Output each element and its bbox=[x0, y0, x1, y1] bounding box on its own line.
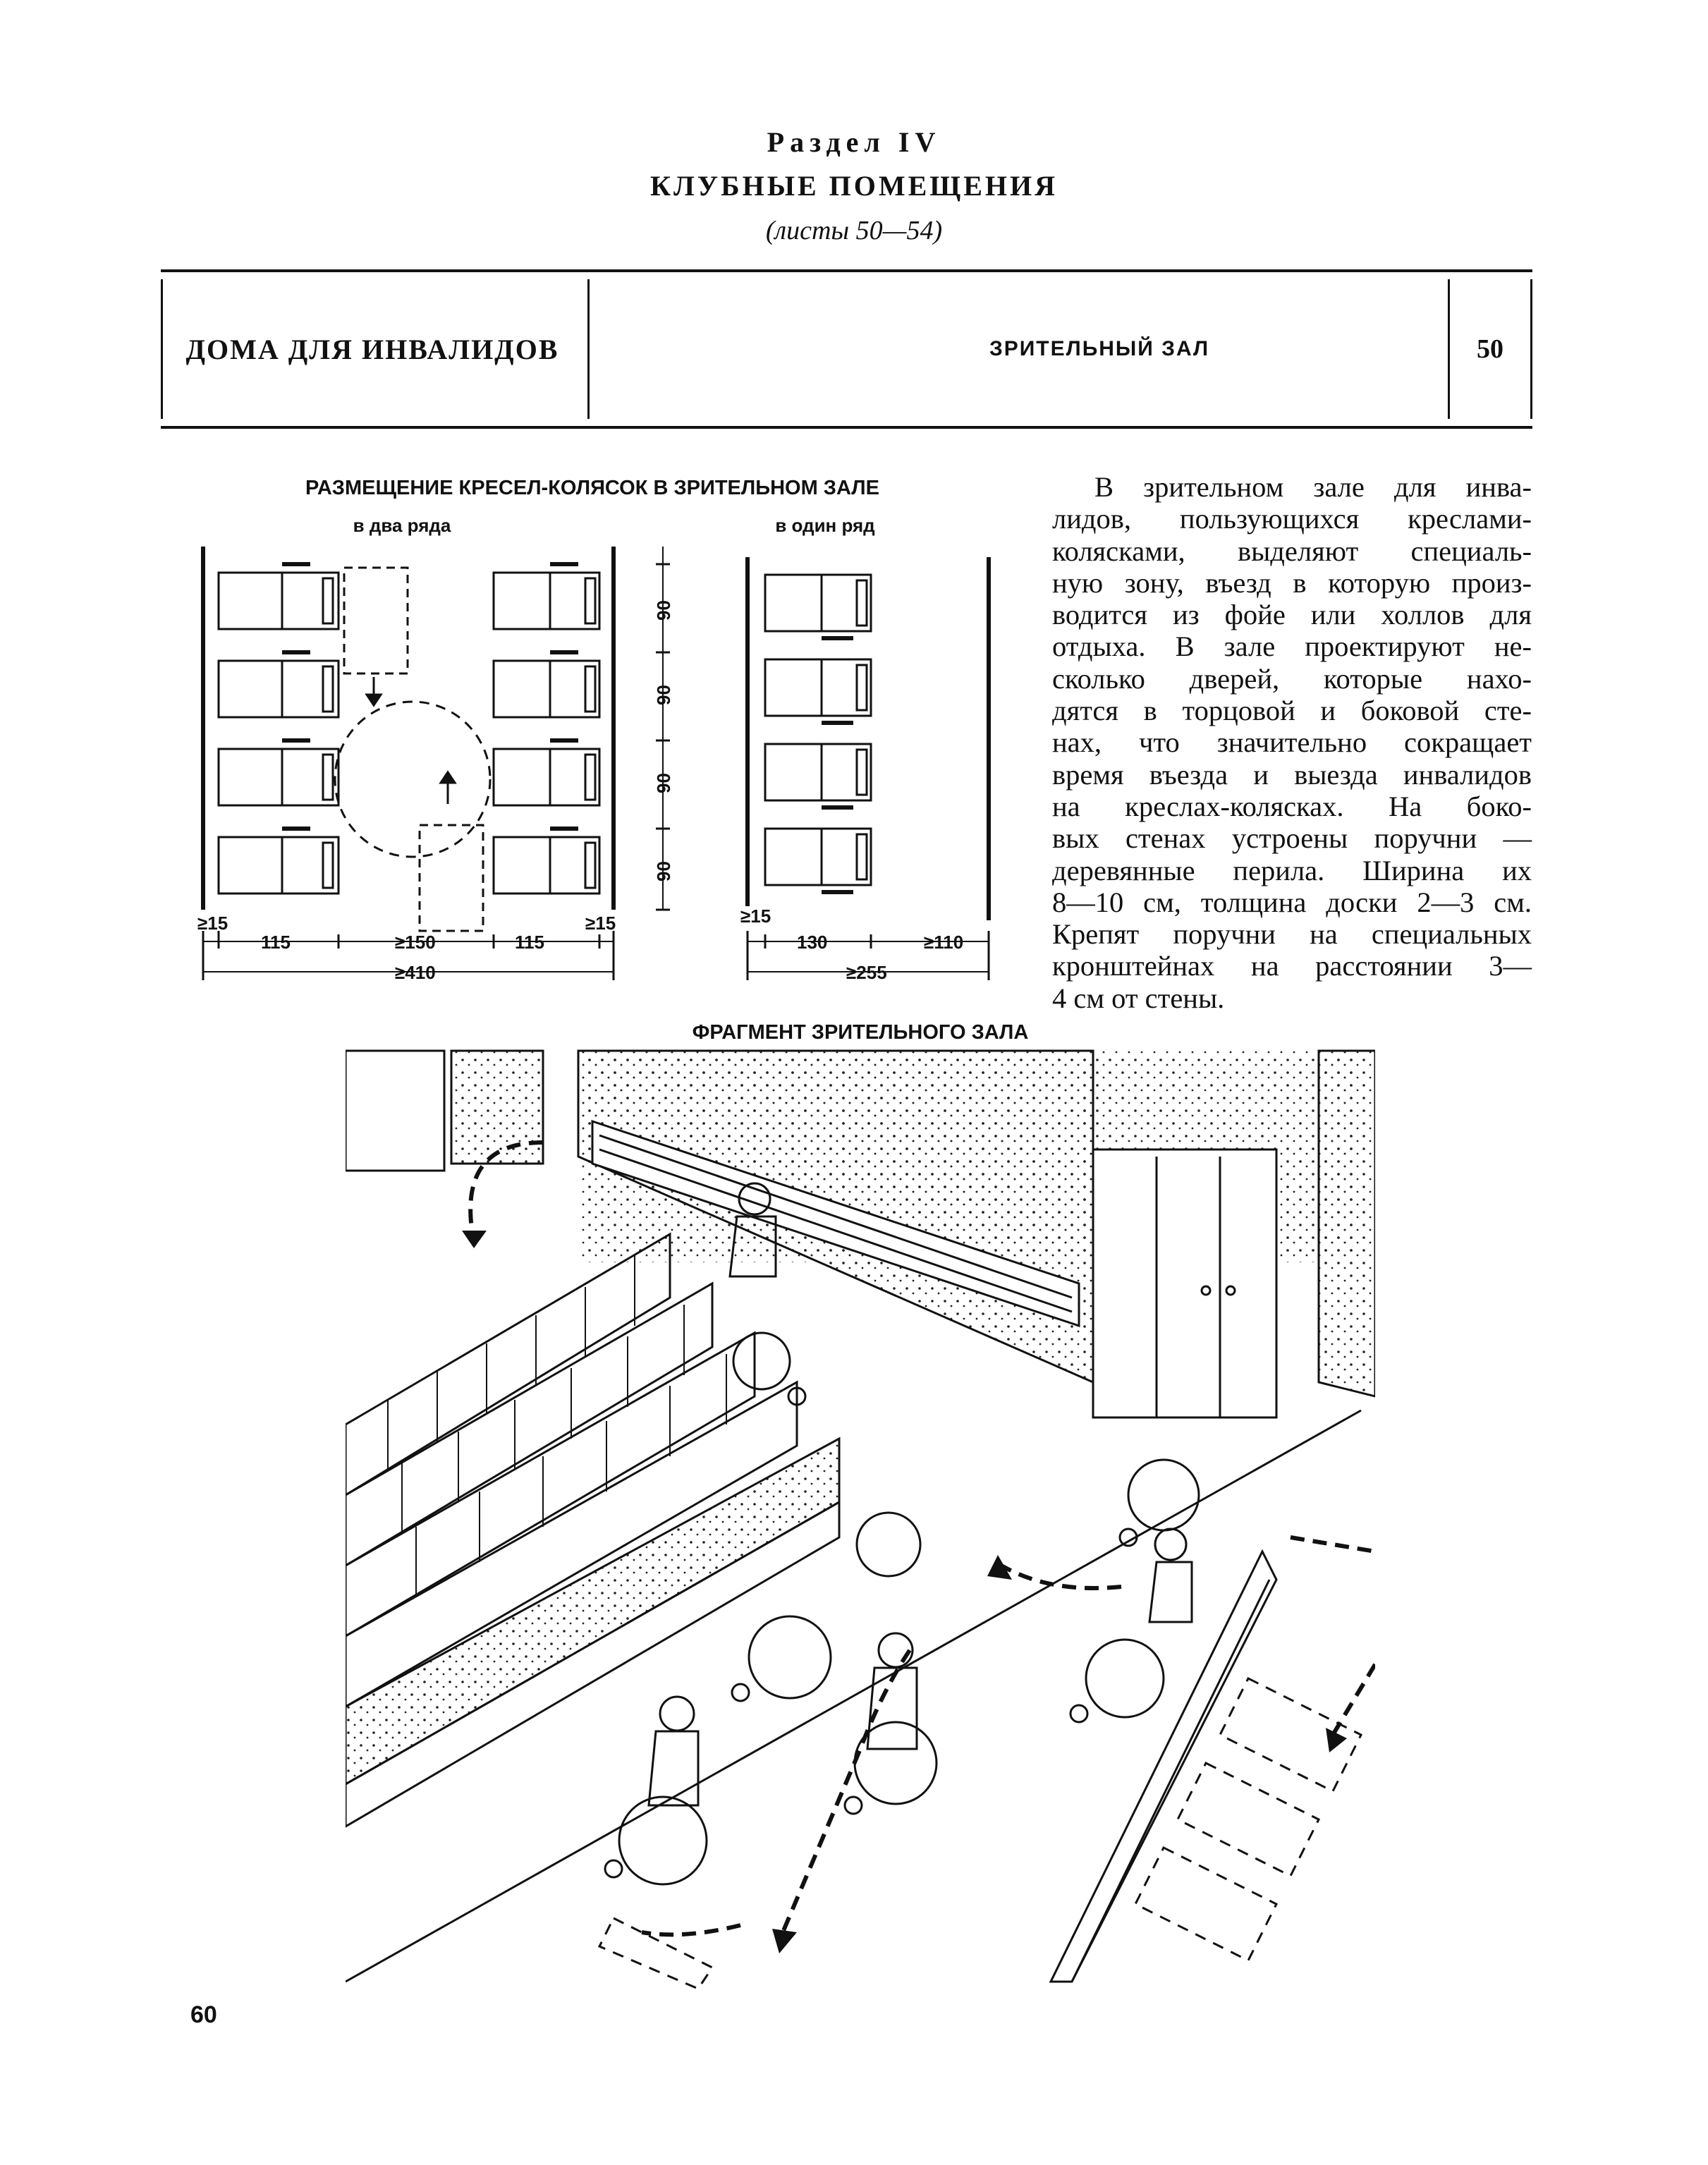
fragment-title: ФРАГМЕНТ ЗРИТЕЛЬНОГО ЗАЛА bbox=[692, 1021, 1029, 1044]
text-line: время въезда и выезда инвалидов bbox=[1052, 758, 1532, 791]
section-label: Раздел IV bbox=[767, 126, 941, 158]
text-line: 8—10 см, толщина доски 2—3 см. bbox=[1052, 886, 1532, 918]
sheet-header-table: ДОМА ДЛЯ ИНВАЛИДОВ ЗРИТЕЛЬНЫЙ ЗАЛ 50 bbox=[161, 269, 1532, 429]
seating-plan-diagram: ≥15 115 ≥150 115 ≥15 ≥410 90 90 90 90 ≥1… bbox=[197, 547, 991, 983]
table-divider bbox=[1530, 279, 1532, 419]
dim-chair-width-right: 115 bbox=[515, 932, 544, 953]
text-line: Крепят поручни на специальных bbox=[1052, 918, 1532, 951]
dim-aisle-one-row: ≥110 bbox=[924, 932, 963, 953]
dim-side-gap-left: ≥15 bbox=[197, 913, 228, 934]
text-line: водится из фойе или холлов для bbox=[1052, 599, 1532, 631]
section-title: КЛУБНЫЕ ПОМЕЩЕНИЯ bbox=[649, 170, 1059, 202]
text-line: деревянные перила. Ширина их bbox=[1052, 854, 1532, 886]
text-line: лидов, пользующихся креслами- bbox=[1052, 503, 1532, 535]
text-line: отдыха. В зале проектируют не- bbox=[1052, 630, 1532, 663]
table-divider bbox=[587, 279, 590, 419]
dim-chair-width-left: 115 bbox=[261, 932, 291, 953]
text-line: нах, что значительно сокращает bbox=[1052, 726, 1532, 759]
text-line: дятся в торцовой и боковой сте- bbox=[1052, 695, 1532, 727]
text-line: кронштейнах на расстоянии 3— bbox=[1052, 950, 1532, 982]
table-divider bbox=[161, 279, 163, 419]
auditorium-illustration bbox=[346, 1049, 1375, 1989]
text-line: вых стенах устроены поручни — bbox=[1052, 822, 1532, 855]
dim-chair-width-one-row: 130 bbox=[797, 932, 827, 953]
page-number: 60 bbox=[190, 2001, 217, 2028]
dim-total-two-rows: ≥410 bbox=[395, 962, 436, 983]
header-category: ДОМА ДЛЯ ИНВАЛИДОВ bbox=[185, 333, 559, 365]
one-row-label: в один ряд bbox=[775, 515, 875, 536]
dim-row-pitch: 90 bbox=[653, 861, 674, 882]
text-line: сколько дверей, которые нахо- bbox=[1052, 662, 1532, 695]
text-line: В зрительном зале для инва- bbox=[1094, 471, 1532, 503]
two-rows-label: в два ряда bbox=[353, 515, 451, 536]
dim-aisle: ≥150 bbox=[395, 932, 436, 953]
text-line: колясками, выделяют специаль- bbox=[1052, 535, 1532, 567]
text-line: 4 см от стены. bbox=[1052, 982, 1225, 1014]
plan-title: РАЗМЕЩЕНИЕ КРЕСЕЛ-КОЛЯСОК В ЗРИТЕЛЬНОМ З… bbox=[305, 477, 879, 499]
dim-side-gap-one-row: ≥15 bbox=[740, 905, 771, 927]
dim-side-gap-right: ≥15 bbox=[585, 913, 616, 934]
text-line: ную зону, въезд в которую произ- bbox=[1052, 566, 1532, 599]
header-sheet-number: 50 bbox=[1477, 334, 1503, 364]
header-topic: ЗРИТЕЛЬНЫЙ ЗАЛ bbox=[989, 337, 1210, 360]
text-line: на креслах-колясках. На боко- bbox=[1052, 790, 1532, 822]
sheets-range: (листы 50—54) bbox=[765, 216, 943, 245]
dim-row-pitch: 90 bbox=[653, 685, 674, 705]
dim-total-one-row: ≥255 bbox=[846, 962, 887, 983]
body-text: В зрительном зале для инва- лидов, польз… bbox=[1052, 471, 1532, 1014]
dim-row-pitch: 90 bbox=[653, 773, 674, 793]
dim-row-pitch: 90 bbox=[653, 600, 674, 621]
table-divider bbox=[1448, 279, 1450, 419]
